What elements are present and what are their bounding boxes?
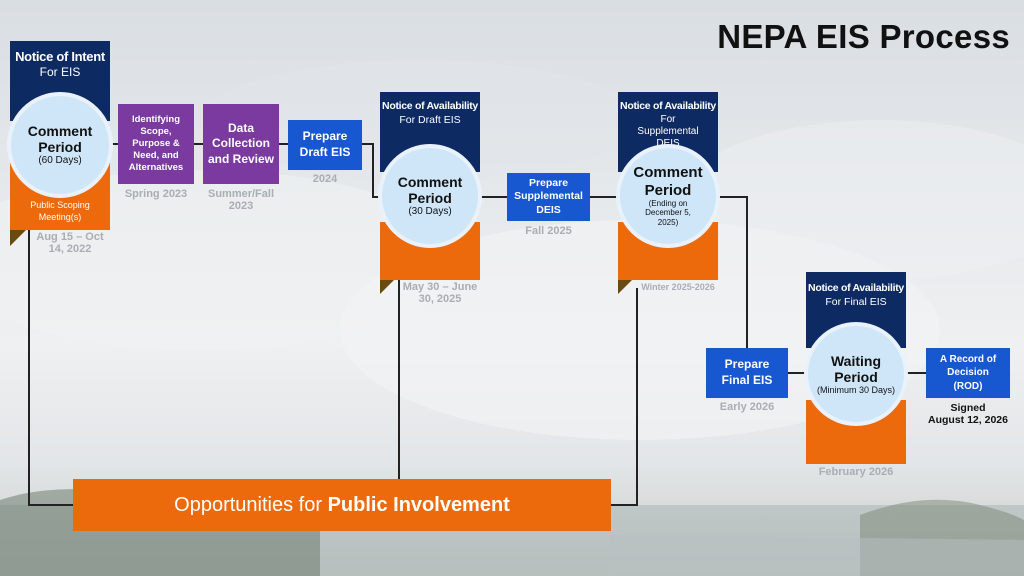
data-collection-box: Data Collection and Review: [203, 104, 279, 184]
page-title: NEPA EIS Process: [717, 18, 1010, 55]
connector-line: [372, 196, 382, 198]
comment-period-circle-draft: Comment Period (30 Days): [378, 144, 482, 248]
noa-final-subtitle: For Final EIS: [825, 295, 887, 308]
noi-date: Aug 15 – Oct 14, 2022: [36, 231, 104, 255]
notice-of-intent-title: Notice of Intent: [15, 49, 105, 64]
data-collection-date: Summer/Fall 2023: [207, 188, 275, 212]
identifying-scope-label: Identifying Scope, Purpose & Need, and A…: [128, 114, 184, 173]
connector-line: [478, 196, 508, 198]
comment-period-duration: (Ending on December 5, 2025): [645, 198, 691, 228]
waiting-period-duration: (Minimum 30 Days): [816, 384, 895, 395]
connector-line: [362, 143, 374, 145]
connector-line: [904, 372, 926, 374]
connector-line: [610, 504, 638, 506]
rod-signed: Signed: [950, 402, 986, 414]
waiting-period-circle: Waiting Period (Minimum 30 Days): [804, 322, 908, 426]
supplemental-date: Fall 2025: [525, 225, 572, 237]
prepare-supplemental-deis-label: Prepare Supplemental DEIS: [514, 177, 583, 216]
banner-text-bold: Public Involvement: [327, 493, 510, 516]
prepare-draft-eis-box: Prepare Draft EIS: [288, 120, 362, 170]
connector-line: [398, 280, 400, 480]
connector-line: [372, 143, 374, 197]
comment-period-label: Comment Period: [397, 173, 463, 206]
connector-line: [716, 196, 748, 198]
noa-final-date: February 2026: [818, 466, 894, 478]
connector-line: [110, 143, 120, 145]
prepare-supplemental-deis-box: Prepare Supplemental DEIS: [507, 173, 590, 221]
record-of-decision-label: A Record of Decision (ROD): [939, 353, 997, 392]
comment-period-label: Comment Period: [27, 122, 93, 155]
draft-date: 2024: [312, 173, 338, 185]
data-collection-label: Data Collection and Review: [207, 120, 275, 166]
connector-line: [28, 504, 73, 506]
noa-draft-title: Notice of Availability: [382, 100, 478, 112]
corner-fold: [618, 280, 632, 294]
connector-line: [746, 196, 748, 348]
noa-supplemental-date: Winter 2025-2026: [641, 282, 715, 292]
connector-line: [28, 230, 30, 506]
connector-line: [590, 196, 620, 198]
record-of-decision-box: A Record of Decision (ROD): [926, 348, 1010, 398]
scope-date: Spring 2023: [124, 188, 188, 200]
noa-supplemental-title: Notice of Availability: [620, 100, 716, 112]
connector-line: [636, 288, 638, 506]
waiting-period-label: Waiting Period: [830, 352, 882, 385]
connector-line: [193, 143, 205, 145]
identifying-scope-box: Identifying Scope, Purpose & Need, and A…: [118, 104, 194, 184]
public-scoping-label: Public Scoping Meeting(s): [30, 200, 90, 222]
final-date: Early 2026: [719, 401, 775, 413]
noa-draft-subtitle: For Draft EIS: [399, 113, 461, 126]
corner-fold: [10, 230, 26, 246]
comment-period-duration: (30 Days): [408, 206, 452, 218]
prepare-final-eis-box: Prepare Final EIS: [706, 348, 788, 398]
noa-draft-date: May 30 – June 30, 2025: [402, 281, 478, 305]
corner-fold: [380, 280, 394, 294]
public-involvement-banner: Opportunities for Public Involvement: [73, 479, 611, 531]
noa-final-title: Notice of Availability: [808, 282, 904, 294]
comment-period-duration: (60 Days): [38, 155, 82, 167]
comment-period-circle-noi: Comment Period (60 Days): [7, 92, 113, 198]
connector-line: [788, 372, 808, 374]
noa-supplemental-subtitle: For Supplemental DEIS: [637, 113, 699, 149]
banner-text: Opportunities for: [174, 493, 328, 516]
comment-period-label: Comment Period: [633, 164, 703, 199]
notice-of-intent-subtitle: For EIS: [39, 64, 81, 79]
prepare-final-eis-label: Prepare Final EIS: [721, 357, 773, 387]
rod-signed-date: August 12, 2026: [928, 414, 1008, 426]
connector-line: [278, 143, 290, 145]
comment-period-circle-supplemental: Comment Period (Ending on December 5, 20…: [616, 144, 720, 248]
prepare-draft-eis-label: Prepare Draft EIS: [299, 129, 351, 159]
